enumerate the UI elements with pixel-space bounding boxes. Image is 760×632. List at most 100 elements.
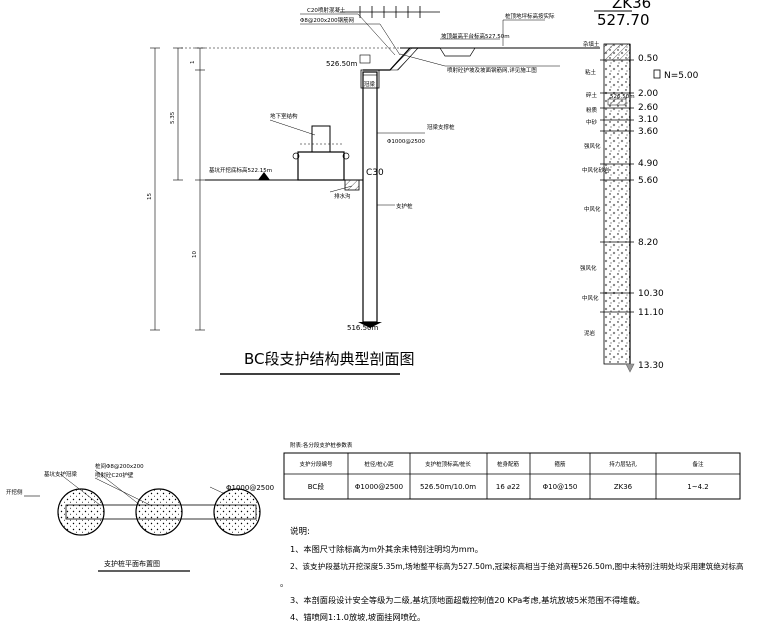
table-header: 桩径/桩心距 [364, 460, 394, 468]
fill-layer [604, 44, 630, 60]
depth-label: 2.00 [638, 89, 658, 99]
support-pile [362, 71, 378, 323]
table-header: 持力层钻孔 [609, 460, 637, 468]
basement-box [297, 151, 345, 181]
note-item: 3、本剖面段设计安全等级为二级,基坑顶地面超载控制值20 KPa考虑,基坑放坡5… [290, 595, 645, 605]
layer-name: 粉质 [586, 106, 598, 114]
layer-name: 中砂 [586, 118, 598, 126]
borehole-end-arrow [625, 363, 635, 373]
notes-title: 说明: [290, 527, 310, 537]
borehole-elevation: 527.70 [597, 11, 650, 29]
depth-label: 3.10 [638, 115, 658, 125]
borehole-column [603, 43, 631, 365]
pile-plan-view: 开挖侧 基坑支护冠梁 桩间Φ8@200x200 喷射砼C20护壁 Φ1000@2… [6, 462, 274, 572]
layer-name: 中风化砂岩 [582, 166, 610, 174]
spt-marker-icon [653, 69, 661, 79]
label-pit-bottom: 基坑开挖底标高522.15m [209, 166, 272, 174]
dim-top: 1 [190, 61, 196, 65]
pile-circle [57, 488, 105, 536]
label-crest-elev: 坡顶最高平台标高527.50m [441, 32, 510, 40]
depth-label: 2.60 [638, 103, 658, 113]
leader-line [269, 119, 316, 136]
depth-label: 3.60 [638, 127, 658, 137]
plan-label-c: 喷射砼C20护壁 [95, 471, 134, 479]
dim-excavation: 5.35 [170, 111, 176, 124]
crown-beam-top [359, 54, 371, 64]
depth-label: 13.30 [638, 361, 664, 371]
plan-label-b: 桩间Φ8@200x200 [95, 462, 144, 470]
label-c30: C30 [366, 168, 384, 178]
plan-title: 支护桩平面布置图 [104, 559, 160, 568]
label-crest-note: 桩顶地坪标高按实际 [505, 12, 555, 20]
leader-line [329, 185, 353, 193]
support-section [150, 6, 600, 331]
layer-name: 泥岩 [584, 329, 596, 337]
plan-left-label: 开挖侧 [6, 488, 23, 496]
table-cell: 16 ⌀22 [496, 483, 520, 491]
section-labels: C20喷射混凝土 Φ8@200x200钢筋网 坡顶最高平台标高527.50m 桩… [147, 6, 555, 332]
label-top-mesh: Φ8@200x200钢筋网 [300, 16, 355, 24]
plan-label-a: 基坑支护冠梁 [44, 470, 78, 478]
dim-pile-length: 10 [192, 251, 198, 258]
table-cell: ZK36 [614, 483, 633, 491]
label-pile-top-elev: 526.50m [326, 60, 357, 68]
note-item: 2、该支护段基坑开挖深度5.35m,场地整平标高为527.50m,冠梁标高相当于… [290, 562, 744, 571]
parameter-table: 附表:各分段支护桩参数表 支护分段编号 桩径/桩心距 支护桩顶标高/桩长 桩身配… [283, 441, 741, 500]
table-header: 桩身配筋 [497, 460, 520, 468]
design-notes: 说明: 1、本图尺寸除标高为m外其余未特别注明均为mm。 2、该支护段基坑开挖深… [280, 524, 755, 626]
drain-pipe-icon [292, 152, 300, 160]
depth-label: 4.90 [638, 159, 658, 169]
table-header: 备注 [692, 460, 704, 468]
label-building: 地下室结构 [270, 112, 298, 120]
layer-name: 粘土 [585, 68, 597, 76]
table-cell: 526.50m/10.0m [420, 483, 476, 491]
pit-elev-marker [258, 172, 270, 180]
label-slope-note: 喷射砼护坡及坡面钢筋网,详见施工图 [447, 66, 537, 74]
drain-pipe-icon [342, 152, 350, 160]
layer-name: 杂填土 [583, 40, 600, 48]
depth-label: 10.30 [638, 289, 664, 299]
layer-name: 强风化 [580, 264, 597, 272]
basement-column [311, 125, 331, 153]
table-cell: Φ10@150 [543, 483, 578, 491]
crown-beam [360, 69, 380, 89]
layer-names: 杂填土 粘土 碎土 粉质 中砂 强风化 中风化砂岩 中风化 强风化 中风化 泥岩 [580, 40, 610, 337]
label-drain: 排水沟 [334, 192, 351, 200]
water-level-label: 526.50m [610, 94, 635, 100]
label-pile-name: 支护桩 [396, 202, 413, 210]
depth-labels: 0.50 2.00 2.60 3.10 3.60 4.90 5.60 8.20 … [638, 54, 664, 371]
table-header: 支护桩顶标高/桩长 [425, 460, 471, 468]
table-cell: Φ1000@2500 [355, 483, 403, 491]
top-ground-ticks [359, 6, 421, 18]
sprayed-slope [389, 47, 419, 71]
drain-ditch [439, 47, 476, 57]
depth-label: 0.50 [638, 54, 658, 64]
section-title: BC段支护结构典型剖面图 [244, 350, 415, 368]
layer-name: 碎土 [586, 91, 598, 99]
table-cell: 1~4.2 [687, 483, 708, 491]
label-crown-beam: 冠梁 [364, 80, 376, 88]
note-item: 。 [280, 578, 289, 588]
table-header: 支护分段编号 [299, 460, 333, 468]
note-item: 1、本图尺寸除标高为m外其余未特别注明均为mm。 [290, 544, 483, 554]
pile-circle [135, 488, 183, 536]
table-header: 箍筋 [554, 460, 566, 468]
depth-label: 11.10 [638, 308, 664, 318]
depth-label: 8.20 [638, 238, 658, 248]
label-top-protection: C20喷射混凝土 [307, 6, 346, 14]
note-item: 4、锚喷网1:1.0放坡,坡面挂网喷砼。 [290, 612, 426, 622]
water-level-marker [607, 98, 627, 106]
label-pile-bottom-elev: 516.50m [347, 324, 378, 332]
layer-name: 强风化 [584, 142, 601, 150]
drain-channel [344, 179, 360, 191]
dim-total: 15 [147, 193, 153, 200]
table-cell: BC段 [308, 482, 325, 491]
label-pile: 冠梁支撑桩 [427, 123, 455, 131]
table-frame [283, 452, 741, 500]
layer-lines [600, 59, 634, 313]
plan-label-d: Φ1000@2500 [226, 484, 274, 492]
borehole-log: ZK36 527.70 杂填土 粘土 碎土 粉质 中砂 强风化 [580, 0, 699, 373]
layer-name: 中风化 [584, 205, 601, 213]
borehole-id: ZK36 [612, 0, 651, 12]
